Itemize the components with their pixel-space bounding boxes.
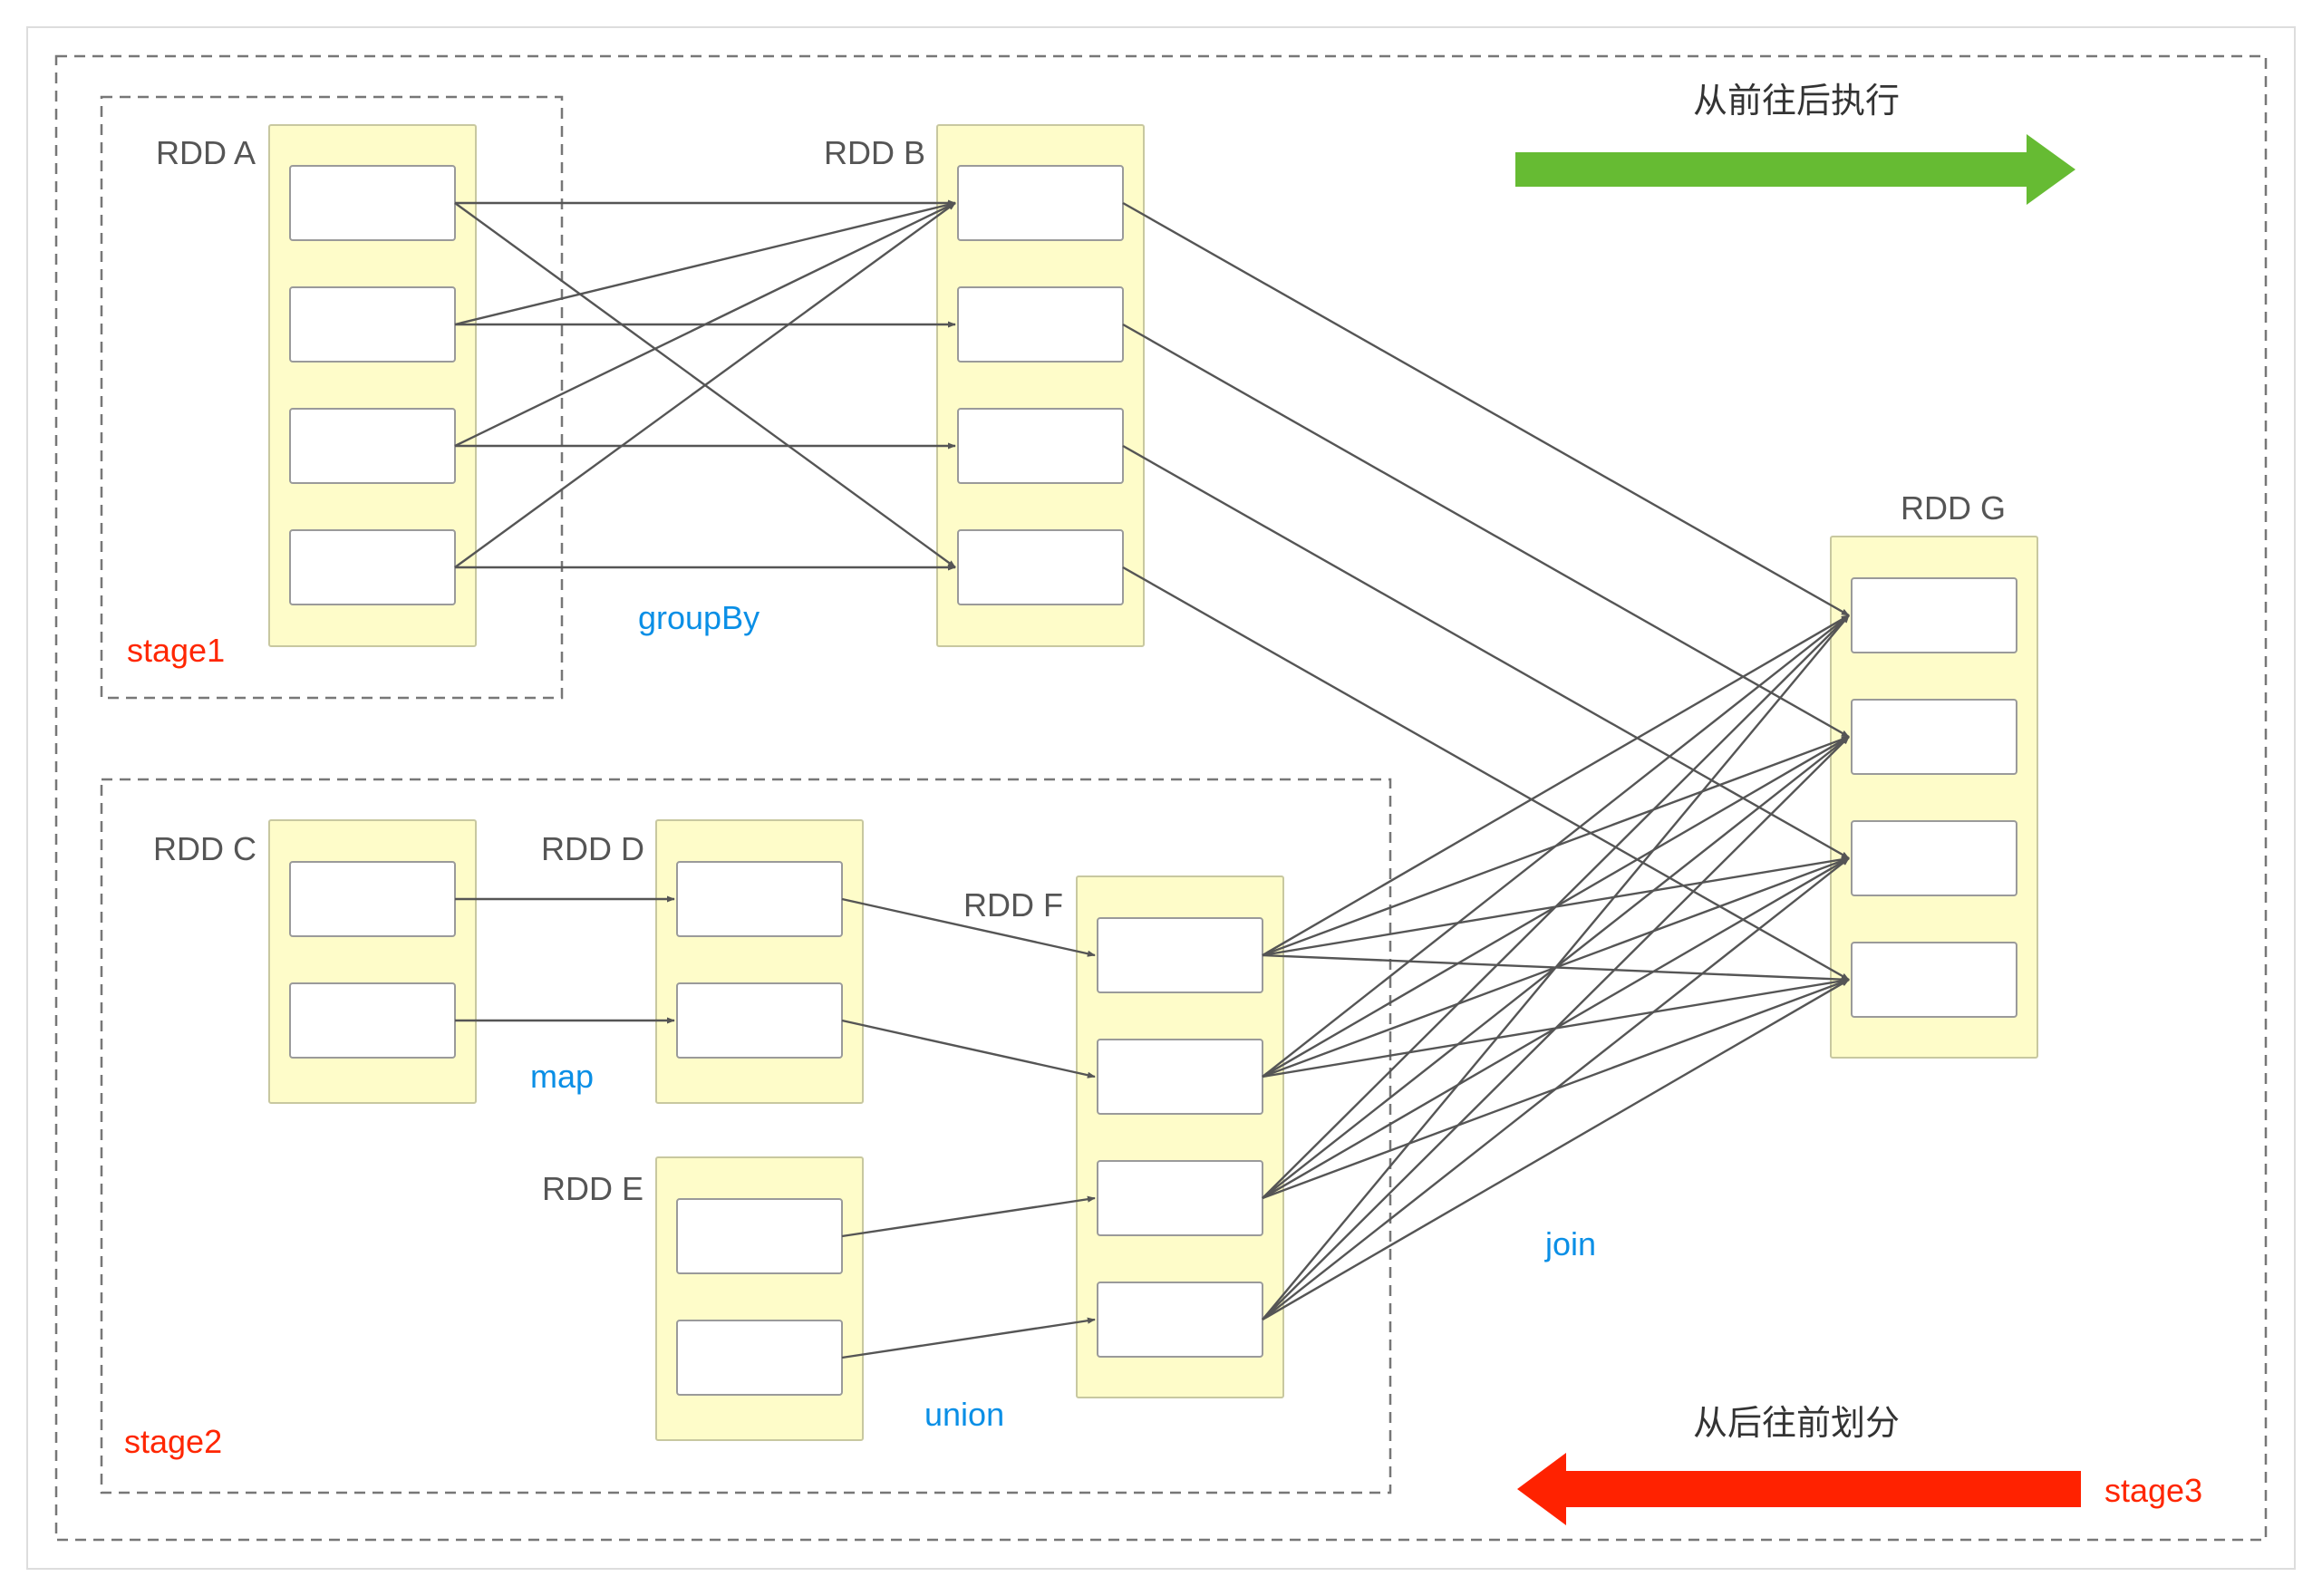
edge-layer: [454, 199, 1850, 1359]
rdd-g-partition-4: [1851, 942, 2017, 1018]
rdd-e-label: RDD E: [542, 1170, 643, 1207]
rdd-f-label: RDD F: [963, 886, 1063, 924]
rdd-c-partition-1: [289, 861, 456, 937]
rdd-b-partition-3: [957, 408, 1124, 484]
rdd-e-partition-2: [676, 1320, 843, 1396]
rdd-layer: [268, 124, 2038, 1441]
union-edge: [841, 897, 1096, 957]
rdd-d-partition-2: [676, 982, 843, 1059]
join-edge: [1262, 614, 1850, 1199]
forward-arrow: [1515, 134, 2075, 205]
union-edge: [841, 1317, 1096, 1359]
rdd-g-partition-2: [1851, 699, 2017, 775]
rdd-f-partition-1: [1097, 917, 1263, 993]
rdd-f-partition-4: [1097, 1282, 1263, 1358]
groupby-label: groupBy: [638, 599, 759, 636]
join-edge: [1262, 736, 1850, 1320]
union-edge: [841, 1019, 1096, 1079]
rdd-d-partition-1: [676, 861, 843, 937]
join-label: join: [1544, 1225, 1596, 1262]
stage1-box: [100, 95, 564, 700]
rdd-g-partition-3: [1851, 820, 2017, 896]
union-label: union: [924, 1396, 1004, 1433]
forward-arrow-label: 从前往后执行: [1693, 81, 1900, 121]
rdd-b-label: RDD B: [824, 134, 925, 171]
stage3-label: stage3: [2104, 1472, 2202, 1509]
outer-frame: [26, 26, 2296, 1570]
rdd-a-label: RDD A: [156, 134, 256, 171]
join-edge: [1122, 201, 1850, 617]
backward-arrow-label: 从后往前划分: [1693, 1403, 1900, 1443]
rdd-a-partition-1: [289, 165, 456, 241]
rdd-g-container: [1830, 536, 2038, 1059]
join-edge: [1262, 614, 1850, 1320]
rdd-a-partition-4: [289, 529, 456, 605]
groupby-edge: [454, 201, 956, 326]
rdd-g-label: RDD G: [1901, 489, 2006, 527]
stage2-label: stage2: [124, 1423, 222, 1460]
rdd-a-partition-2: [289, 286, 456, 363]
groupby-edge: [454, 201, 956, 448]
rdd-d-label: RDD D: [541, 830, 644, 867]
join-edge: [1262, 978, 1850, 1321]
stage2-box: [100, 778, 1392, 1494]
rdd-f-container: [1076, 875, 1284, 1398]
rdd-c-partition-2: [289, 982, 456, 1059]
rdd-b-partition-1: [957, 165, 1124, 241]
join-edge: [1262, 857, 1850, 1320]
groupby-edge: [454, 202, 956, 568]
union-edge: [841, 1195, 1096, 1238]
rdd-a-container: [268, 124, 477, 647]
rdd-c-label: RDD C: [153, 830, 256, 867]
join-edge: [1122, 444, 1850, 860]
rdd-b-partition-4: [957, 529, 1124, 605]
stage3-box: [54, 54, 2268, 1542]
rdd-f-partition-3: [1097, 1160, 1263, 1236]
stage1-label: stage1: [127, 632, 225, 669]
rdd-f-partition-2: [1097, 1039, 1263, 1115]
rdd-e-partition-1: [676, 1198, 843, 1274]
join-edge: [1262, 614, 1850, 1078]
join-edge: [1122, 323, 1850, 739]
rdd-g-partition-1: [1851, 577, 2017, 653]
rdd-b-partition-2: [957, 286, 1124, 363]
join-edge: [1122, 566, 1850, 982]
backward-arrow: [1517, 1453, 2081, 1525]
join-edge: [1262, 614, 1850, 957]
rdd-a-partition-3: [289, 408, 456, 484]
rdd-b-container: [936, 124, 1145, 647]
map-label: map: [530, 1058, 594, 1095]
